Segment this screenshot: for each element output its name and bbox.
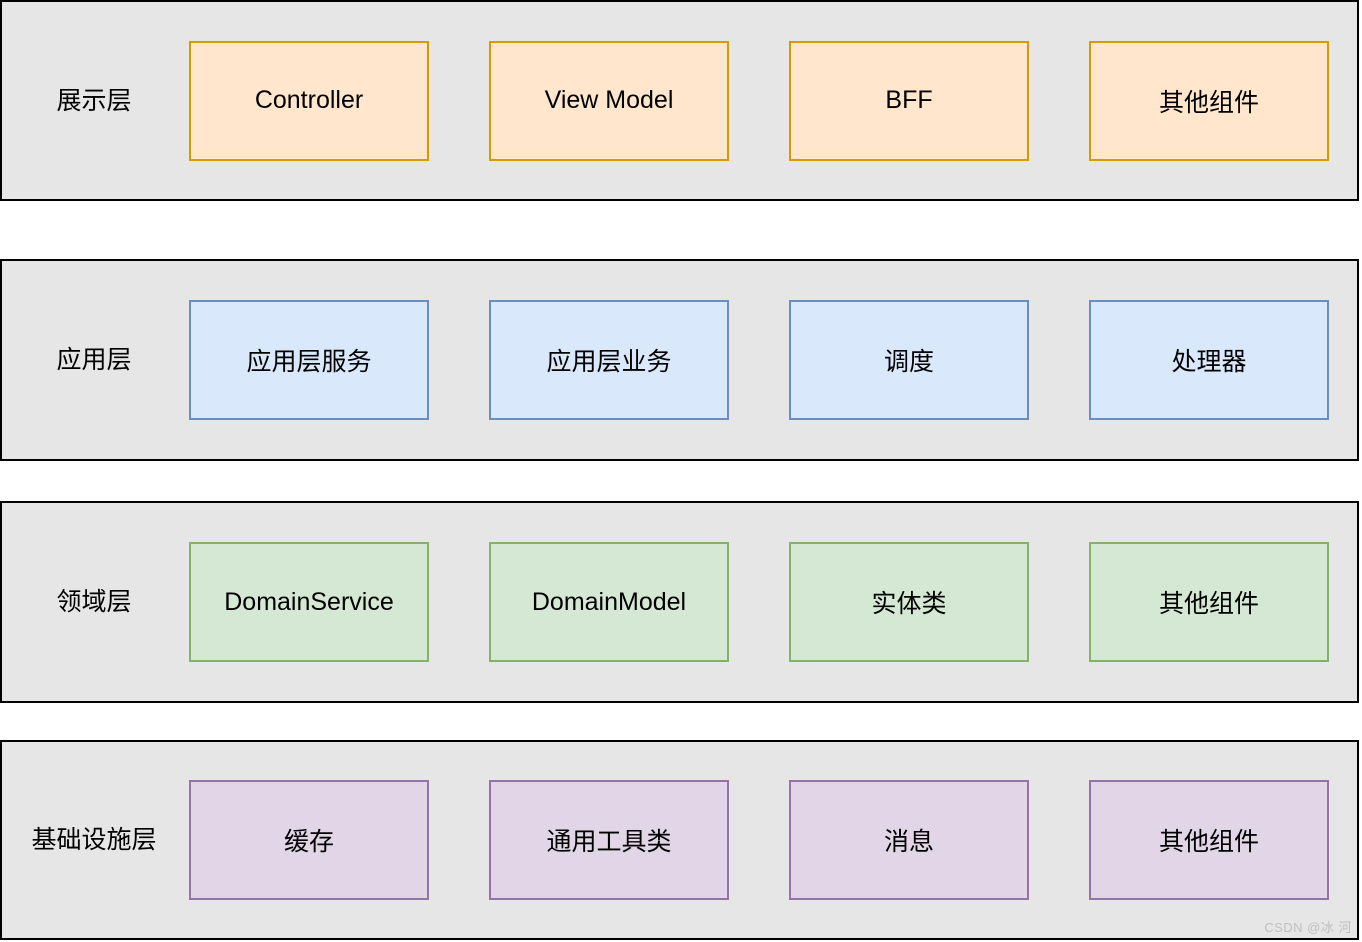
component-box: 缓存 — [189, 780, 429, 900]
component-box: 处理器 — [1089, 300, 1329, 420]
component-box: 其他组件 — [1089, 780, 1329, 900]
component-box: Controller — [189, 40, 429, 161]
component-box: View Model — [489, 40, 729, 161]
component-box: DomainService — [189, 542, 429, 662]
component-box: 通用工具类 — [489, 780, 729, 900]
component-box: 其他组件 — [1089, 40, 1329, 161]
layer-label: 领域层 — [56, 588, 132, 616]
component-box: 调度 — [789, 300, 1029, 420]
layer-label: 应用层 — [56, 346, 132, 374]
component-box: 其他组件 — [1089, 542, 1329, 662]
layer-application: 应用层 应用层服务 应用层业务 调度 处理器 — [0, 259, 1359, 461]
component-box: 实体类 — [789, 542, 1029, 662]
component-box: DomainModel — [489, 542, 729, 662]
layer-domain: 领域层 DomainService DomainModel 实体类 其他组件 — [0, 501, 1359, 703]
watermark: CSDN @冰 河 — [1264, 920, 1352, 935]
component-box: 应用层业务 — [489, 300, 729, 420]
layer-label: 展示层 — [56, 86, 132, 115]
layer-label: 基础设施层 — [31, 826, 157, 854]
component-box: 消息 — [789, 780, 1029, 900]
component-box: BFF — [789, 40, 1029, 161]
component-box: 应用层服务 — [189, 300, 429, 420]
layer-presentation: 展示层 Controller View Model BFF 其他组件 — [0, 0, 1359, 201]
layer-infrastructure: 基础设施层 缓存 通用工具类 消息 其他组件 — [0, 740, 1359, 940]
